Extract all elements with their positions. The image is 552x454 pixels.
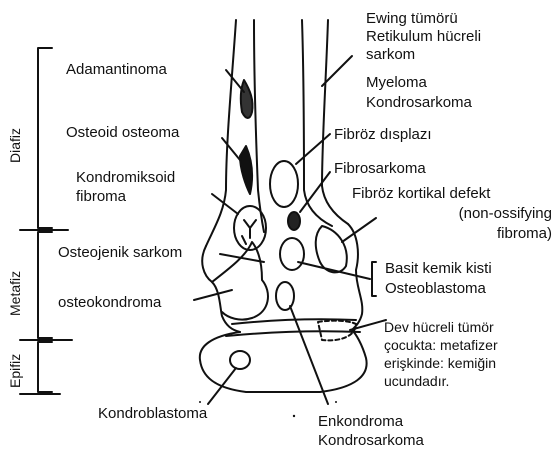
enchondroma-marker xyxy=(276,282,294,310)
chondroblastoma-marker xyxy=(230,351,250,369)
adamantinoma-marker xyxy=(241,80,253,118)
growth-plate-top xyxy=(232,319,356,324)
simple-bone-cyst-marker xyxy=(280,238,304,270)
zone-label-diafiz: Diafiz xyxy=(7,128,23,163)
label-kondroblastoma: Kondroblastoma xyxy=(98,405,207,423)
fibrous-cortical-defect-marker xyxy=(316,226,347,272)
leader-osteokondroma xyxy=(194,290,232,300)
diafiz-bracket xyxy=(38,48,52,228)
label-ewing-line2: Retikulum hücreli xyxy=(366,28,481,46)
label-enkondroma-line1: Enkondroma xyxy=(318,413,403,431)
scatter-dot xyxy=(199,401,201,403)
label-ewing-line1: Ewing tümörü xyxy=(366,10,458,28)
label-dev-hucreli-line2: çocukta: metafizer xyxy=(384,336,498,354)
leader-osteoid-osteoma xyxy=(222,138,240,160)
chondromyxoid-y-mark xyxy=(242,220,256,244)
leader-adamantinoma xyxy=(226,70,244,92)
leader-kondroblastoma xyxy=(208,368,236,404)
label-ewing-line3: sarkom xyxy=(366,46,415,64)
label-fibrosarkoma: Fibrosarkoma xyxy=(334,160,426,178)
bone-right-cortex-outer xyxy=(322,20,348,224)
label-enkondroma-line2: Kondrosarkoma xyxy=(318,432,424,450)
scatter-dot xyxy=(335,401,337,403)
bone-left-cortex-outer xyxy=(206,20,236,246)
epifiz-bracket xyxy=(38,342,52,392)
fibrosarcoma-marker xyxy=(288,212,300,230)
growth-plate-bottom xyxy=(226,331,360,336)
scatter-dot xyxy=(293,415,295,417)
label-osteojenik: Osteojenik sarkom xyxy=(58,244,182,262)
osteoid-osteoma-marker xyxy=(240,146,252,194)
label-ewing-line4: Myeloma xyxy=(366,74,427,92)
label-kondromiksoid-line1: Kondromiksoid xyxy=(76,169,175,187)
bone-left-cortex-inner xyxy=(254,20,264,232)
label-osteoid-osteoma: Osteoid osteoma xyxy=(66,124,179,142)
leader-fibroz-kortikal xyxy=(342,218,376,242)
label-ewing-line5: Kondrosarkoma xyxy=(366,94,472,112)
label-dev-hucreli-line1: Dev hücreli tümör xyxy=(384,318,494,336)
label-basit-kemik-line1: Basit kemik kisti xyxy=(385,260,492,278)
label-fibroz-kortikal-line2: (non-ossifying xyxy=(459,205,552,223)
label-dev-hucreli-line4: ucundadır. xyxy=(384,372,449,390)
label-fibroz-displazi: Fibröz dısplazı xyxy=(334,126,432,144)
leader-basit-kemik xyxy=(298,262,370,279)
leader-fibroz-displazi xyxy=(296,134,330,164)
label-dev-hucreli-line3: erişkinde: kemiğin xyxy=(384,354,496,372)
label-basit-kemik-line2: Osteoblastoma xyxy=(385,280,486,298)
fibrous-dysplasia-marker xyxy=(270,161,298,207)
basit-kemik-bracket xyxy=(372,262,376,296)
zone-label-epifiz: Epifiz xyxy=(7,354,23,388)
metafiz-bracket xyxy=(38,232,52,338)
label-fibroz-kortikal-line1: Fibröz kortikal defekt xyxy=(352,185,490,203)
label-adamantinoma: Adamantinoma xyxy=(66,61,167,79)
label-osteokondroma: osteokondroma xyxy=(58,294,161,312)
label-fibroz-kortikal-line3: fibroma) xyxy=(497,225,552,243)
zone-label-metafiz: Metafiz xyxy=(7,271,23,316)
label-kondromiksoid-line2: fibroma xyxy=(76,188,126,206)
